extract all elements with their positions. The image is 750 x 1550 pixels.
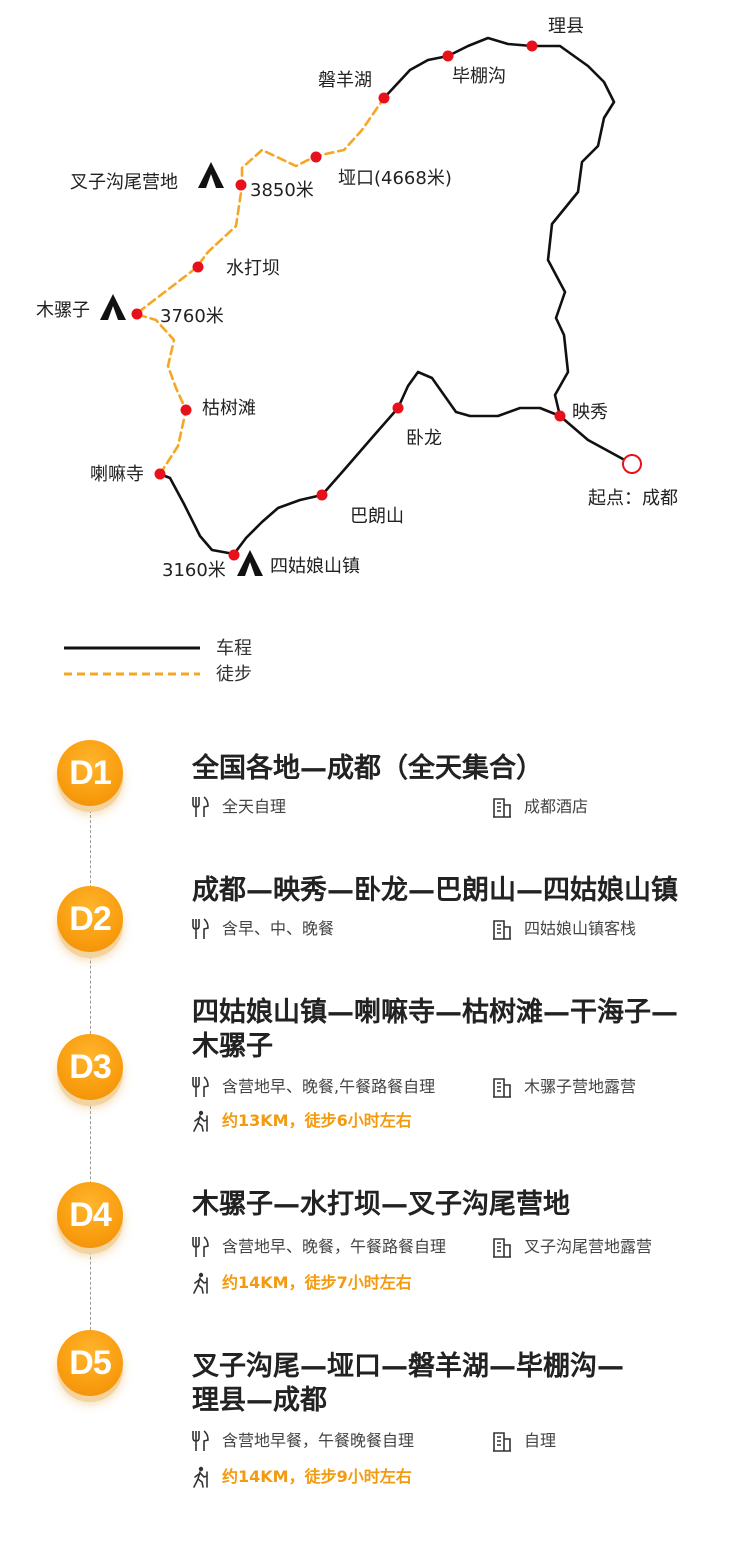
- hiker-icon: [193, 1110, 208, 1132]
- stay-text: 四姑娘山镇客栈: [524, 919, 637, 938]
- point-panyanghu: [378, 92, 390, 104]
- map-label-bipenggou: 毕棚沟: [452, 66, 506, 87]
- day-title: 木骡子—水打坝—叉子沟尾营地: [192, 1189, 570, 1220]
- map-label-panyanghu: 磐羊湖: [318, 70, 372, 91]
- day-badge: D3: [57, 1034, 123, 1100]
- hike-route-line: [134, 96, 386, 476]
- hike-text: 约13KM，徒步6小时左右: [222, 1111, 412, 1130]
- hiker-icon: [193, 1272, 208, 1294]
- meals-text: 含营地早、晚餐,午餐路餐自理: [222, 1077, 436, 1096]
- map-label-muluozi-alt: 3760米: [160, 306, 224, 327]
- map-label-yingxiu: 映秀: [572, 402, 608, 423]
- fork-knife-icon: [192, 1236, 209, 1257]
- fork-knife-icon: [192, 1076, 209, 1097]
- point-start-chengdu: [622, 454, 642, 474]
- day-title: 叉子沟尾—垭口—磐羊湖—毕棚沟—理县—成都: [192, 1351, 624, 1416]
- hike-text: 约14KM，徒步9小时左右: [222, 1467, 412, 1486]
- map-label-siguniang-alt: 3160米: [162, 560, 226, 581]
- building-icon: [493, 798, 511, 818]
- tent-icon: [198, 162, 224, 188]
- meals-text: 含营地早、晚餐，午餐路餐自理: [222, 1237, 447, 1256]
- fork-knife-icon: [192, 1430, 209, 1451]
- map-label-wolong: 卧龙: [406, 428, 442, 449]
- tent-icon: [237, 550, 263, 576]
- stay-text: 木骡子营地露营: [524, 1077, 637, 1096]
- hike-text: 约14KM，徒步7小时左右: [222, 1273, 412, 1292]
- fork-knife-icon: [192, 918, 209, 939]
- point-muluozi: [131, 308, 143, 320]
- point-lixian: [526, 40, 538, 52]
- map-label-yakou: 垭口(4668米): [338, 168, 452, 189]
- map-label-siguniang: 四姑娘山镇: [270, 556, 360, 577]
- meals-text: 含早、中、晚餐: [222, 919, 335, 938]
- point-yingxiu: [554, 410, 566, 422]
- point-chazigou: [235, 179, 247, 191]
- drive-route-line-2: [158, 370, 562, 556]
- day-badge: D5: [57, 1330, 123, 1396]
- route-map: 理县 毕棚沟 磐羊湖 垭口(4668米) 叉子沟尾营地 3850米 水打坝 木骡…: [36, 16, 678, 676]
- map-label-lixian: 理县: [548, 16, 584, 37]
- building-icon: [493, 920, 511, 940]
- point-bipenggou: [442, 50, 454, 62]
- point-kushutan: [180, 404, 192, 416]
- map-label-kushutan: 枯树滩: [202, 398, 256, 419]
- day-badge: D2: [57, 886, 123, 952]
- stay-text: 成都酒店: [524, 797, 589, 816]
- point-lamasi: [154, 468, 166, 480]
- point-yakou: [310, 151, 322, 163]
- tent-icon: [100, 294, 126, 320]
- day-badge: D1: [57, 740, 123, 806]
- point-siguniang: [228, 549, 240, 561]
- hiker-icon: [193, 1466, 208, 1488]
- meals-text: 全天自理: [222, 797, 287, 816]
- building-icon: [493, 1078, 511, 1098]
- map-label-balangshan: 巴朗山: [350, 506, 404, 527]
- legend-drive-label: 车程: [216, 638, 252, 659]
- map-label-muluozi: 木骡子: [36, 300, 90, 321]
- map-label-lamasi: 喇嘛寺: [90, 464, 144, 485]
- building-icon: [493, 1238, 511, 1258]
- stay-text: 叉子沟尾营地露营: [524, 1237, 653, 1256]
- meals-text: 含营地早餐，午餐晚餐自理: [222, 1431, 415, 1450]
- fork-knife-icon: [192, 796, 209, 817]
- point-wolong: [392, 402, 404, 414]
- day-badge: D4: [57, 1182, 123, 1248]
- drive-route-line: [382, 36, 634, 466]
- building-icon: [493, 1432, 511, 1452]
- point-shuidaba: [192, 261, 204, 273]
- map-label-shuidaba: 水打坝: [226, 258, 280, 279]
- map-label-chazigou-alt: 3850米: [250, 180, 314, 201]
- day-title: 全国各地—成都（全天集合）: [192, 753, 543, 784]
- day-title: 成都—映秀—卧龙—巴朗山—四姑娘山镇: [192, 875, 678, 906]
- map-label-chazigou: 叉子沟尾营地: [70, 172, 178, 193]
- point-balangshan: [316, 489, 328, 501]
- day-title: 四姑娘山镇—喇嘛寺—枯树滩—干海子—木骡子: [192, 997, 678, 1062]
- map-label-start: 起点：成都: [588, 488, 678, 509]
- legend-hike-label: 徒步: [216, 664, 252, 685]
- stay-text: 自理: [524, 1431, 557, 1450]
